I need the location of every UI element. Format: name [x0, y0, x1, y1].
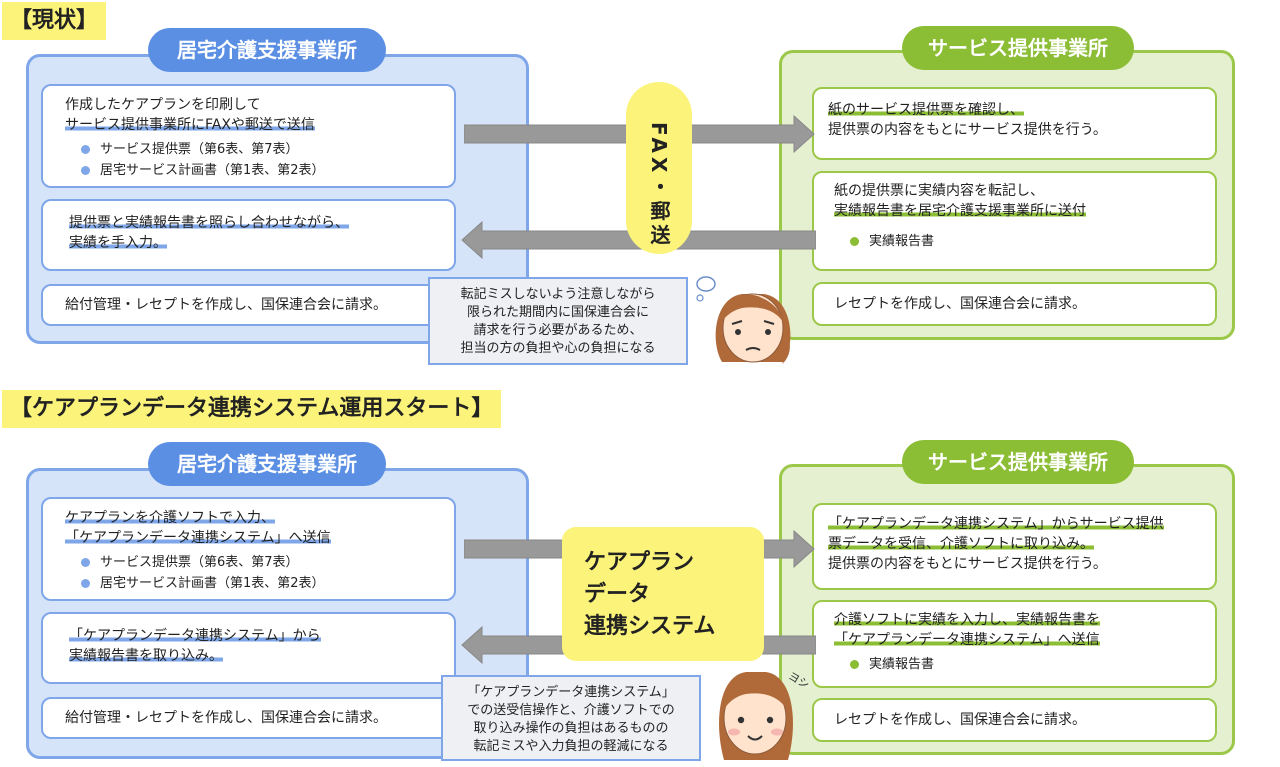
- step-text-line: レセプトを作成し、国保連合会に請求。: [834, 712, 1086, 728]
- step-text-line: 給付管理・レセプトを作成し、国保連合会に請求。: [65, 710, 387, 726]
- bullet-item: サービス提供票（第6表、第7表）: [65, 552, 432, 573]
- provider-step-confirm: 紙のサービス提供票を確認し、 提供票の内容をもとにサービス提供を行う。: [812, 87, 1217, 160]
- bullet-dot-icon: [850, 237, 859, 246]
- current-burden-note: 転記ミスしないよう注意しながら 限られた期間内に国保連合会に 請求を行う必要があ…: [428, 277, 688, 365]
- care-office-step-billing: 給付管理・レセプトを作成し、国保連合会に請求。: [41, 284, 456, 326]
- step-text-line: 実績報告書を取り込み。: [69, 648, 223, 664]
- step-text-line: サービス提供事業所にFAXや郵送で送信: [65, 117, 315, 133]
- step-text-line: 「ケアプランデータ連携システム」から: [69, 628, 321, 644]
- provider-step-receive: 「ケアプランデータ連携システム」からサービス提供 票データを受信、介護ソフトに取…: [812, 503, 1217, 590]
- step-text-line: 「ケアプランデータ連携システム」からサービス提供: [828, 516, 1164, 532]
- bullet-item: サービス提供票（第6表、第7表）: [65, 139, 432, 160]
- bullet-item: 実績報告書: [834, 231, 1193, 252]
- bullet-dot-icon: [81, 558, 90, 567]
- bullet-item: 居宅サービス計画書（第1表、第2表）: [65, 160, 432, 181]
- step-text-line: 提供票の内容をもとにサービス提供を行う。: [828, 556, 1107, 572]
- provider-step-transcribe: 紙の提供票に実績内容を転記し、 実績報告書を居宅介護支援事業所に送付 実績報告書: [812, 171, 1217, 271]
- care-office-title: 居宅介護支援事業所: [148, 442, 386, 486]
- step-text-line: 実績報告書を居宅介護支援事業所に送付: [834, 203, 1086, 219]
- step-text-line: 「ケアプランデータ連携システム」へ送信: [834, 632, 1100, 648]
- step-text-line: 紙のサービス提供票を確認し、: [828, 102, 1024, 118]
- service-provider-title: サービス提供事業所: [902, 440, 1134, 484]
- care-office-step-billing: 給付管理・レセプトを作成し、国保連合会に請求。: [41, 697, 456, 739]
- care-plan-data-system-box: ケアプラン データ 連携システム: [562, 527, 764, 661]
- step-text-line: 実績を手入力。: [69, 235, 167, 251]
- provider-step-billing: レセプトを作成し、国保連合会に請求。: [812, 282, 1217, 326]
- fax-mail-label: FAX・郵送: [626, 82, 692, 254]
- provider-step-report: 介護ソフトに実績を入力し、実績報告書を 「ケアプランデータ連携システム」へ送信 …: [812, 600, 1217, 688]
- step-text-line: 紙の提供票に実績内容を転記し、: [834, 183, 1044, 199]
- step-text-line: 作成したケアプランを印刷して: [65, 97, 261, 113]
- bullet-item: 実績報告書: [834, 654, 1193, 675]
- care-office-step-import: 「ケアプランデータ連携システム」から 実績報告書を取り込み。: [41, 612, 456, 684]
- section-title-current: 【現状】: [2, 2, 107, 40]
- bullet-dot-icon: [81, 166, 90, 175]
- step-text-line: レセプトを作成し、国保連合会に請求。: [834, 296, 1086, 312]
- care-office-step-send: 作成したケアプランを印刷して サービス提供事業所にFAXや郵送で送信 サービス提…: [41, 84, 456, 188]
- worried-face-icon: [696, 276, 791, 364]
- bullet-dot-icon: [81, 579, 90, 588]
- provider-step-billing: レセプトを作成し、国保連合会に請求。: [812, 698, 1217, 742]
- step-text-line: 提供票の内容をもとにサービス提供を行う。: [828, 122, 1107, 138]
- bullet-dot-icon: [850, 660, 859, 669]
- step-text-line: 「ケアプランデータ連携システム」へ送信: [65, 530, 331, 546]
- care-office-step-send: ケアプランを介護ソフトで入力、 「ケアプランデータ連携システム」へ送信 サービス…: [41, 497, 456, 601]
- bullet-dot-icon: [81, 145, 90, 154]
- step-text-line: 票データを受信、介護ソフトに取り込み。: [828, 536, 1094, 552]
- bullet-item: 居宅サービス計画書（第1表、第2表）: [65, 573, 432, 594]
- step-text-line: ケアプランを介護ソフトで入力、: [65, 510, 275, 526]
- care-office-title: 居宅介護支援事業所: [148, 28, 386, 72]
- section-title-system-start: 【ケアプランデータ連携システム運用スタート】: [2, 390, 502, 428]
- happy-face-icon: [719, 672, 793, 760]
- system-benefit-note: 「ケアプランデータ連携システム」 での送受信操作と、介護ソフトでの 取り込み操作…: [441, 675, 701, 761]
- service-provider-title: サービス提供事業所: [902, 26, 1134, 70]
- care-office-step-manual-input: 提供票と実績報告書を照らし合わせながら、 実績を手入力。: [41, 199, 456, 271]
- step-text-line: 給付管理・レセプトを作成し、国保連合会に請求。: [65, 297, 387, 313]
- step-text-line: 提供票と実績報告書を照らし合わせながら、: [69, 215, 349, 231]
- step-text-line: 介護ソフトに実績を入力し、実績報告書を: [834, 612, 1100, 628]
